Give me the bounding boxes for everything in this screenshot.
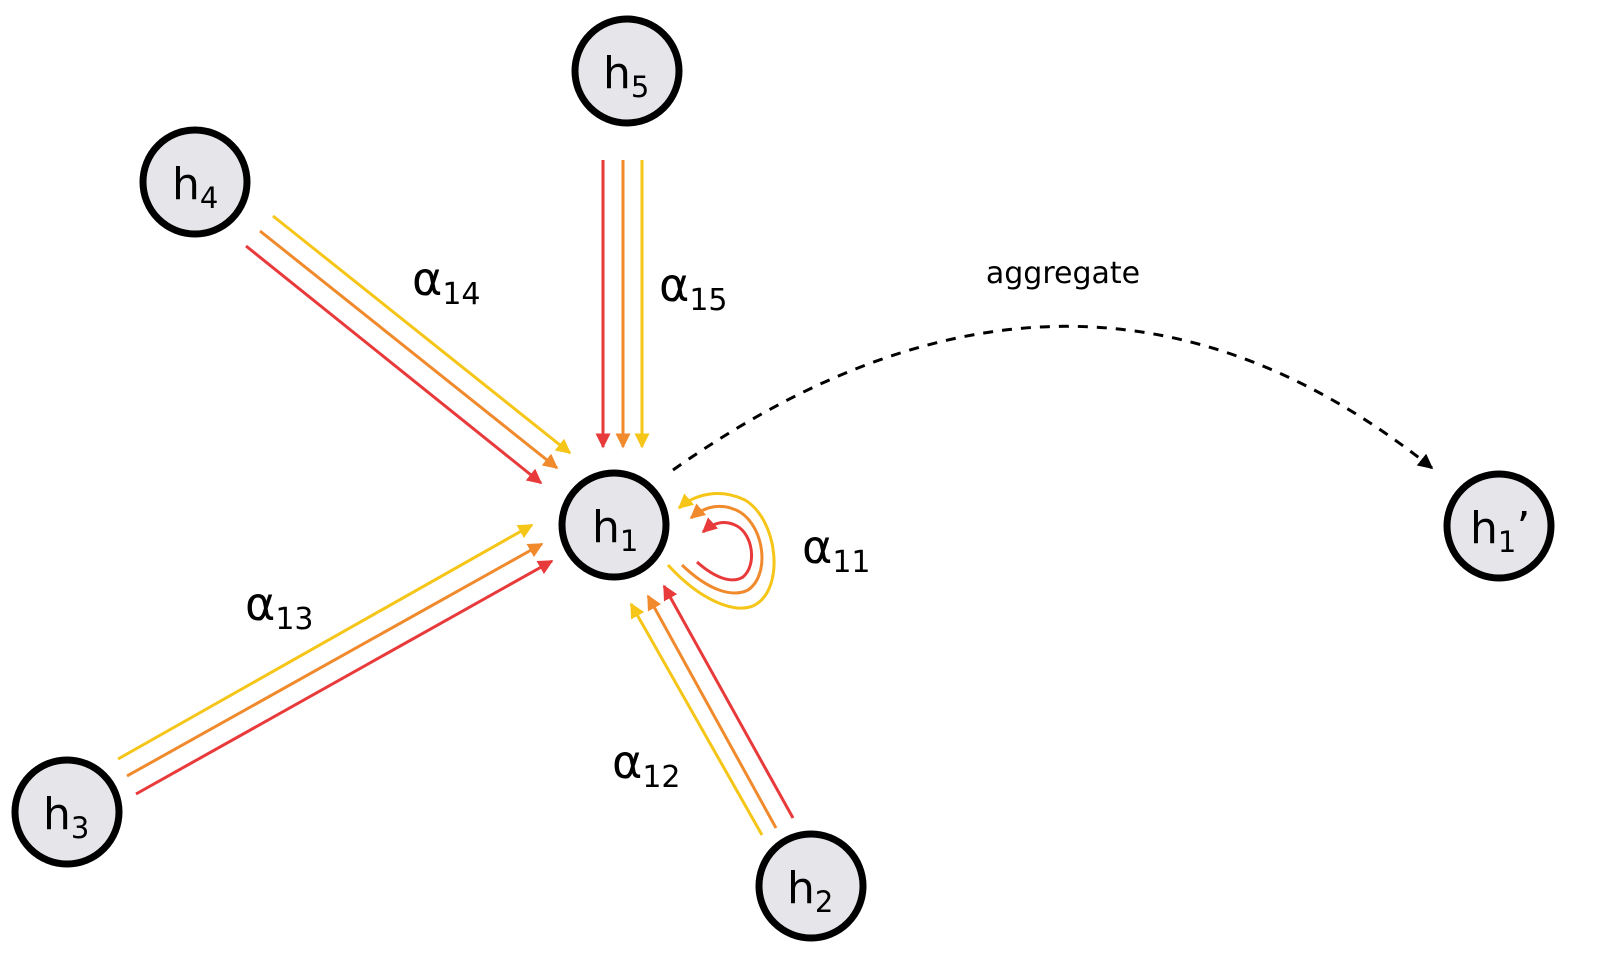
alpha-a13-base: α [245,577,275,631]
node-h1-prime-circle [1443,470,1555,582]
alpha-a14-sub: 14 [442,277,480,312]
edge-h3-h1 [117,523,554,796]
alpha-a12-base: α [612,735,642,789]
edge-h4-h1-yellow [272,214,572,455]
edge-h5-h1 [595,160,650,449]
node-h3: h3 [11,756,123,868]
node-h3-circle [11,756,123,868]
edge-h4-h1-red [245,244,543,485]
alpha-a12-sub: 12 [642,760,680,795]
node-h4: h4 [139,126,251,238]
node-h1-circle [558,469,670,581]
alpha-label-a14: α14 [412,252,481,312]
node-h4-label: h4 [172,159,218,215]
node-h5-circle [571,15,683,127]
edge-h4-h1 [245,214,572,485]
alpha-label-a13: α13 [245,577,314,637]
node-h1-base: h [592,502,620,553]
node-h5-base: h [603,48,631,99]
node-h3-base: h [43,789,71,840]
alpha-label-a12: α12 [612,735,681,795]
node-h1-sub: 1 [620,524,638,558]
edge-h2-h1-red [662,584,795,819]
node-h1-prime-base: h [1470,503,1498,554]
alpha-a13-sub: 13 [275,602,313,637]
edge-h1-self-loop [666,492,776,610]
aggregate-arrow [672,324,1434,472]
edge-h3-h1-yellow [117,523,534,761]
self-loop-red [696,517,754,582]
alpha-label-a11: α11 [802,520,871,580]
alpha-a15-base: α [659,258,689,312]
node-h4-circle [139,126,251,238]
node-h2-base: h [787,863,815,914]
self-loop-orange [680,503,764,595]
edge-h2-h1-yellow [629,602,764,836]
aggregate-label: aggregate [986,256,1140,291]
node-h3-label: h3 [43,789,89,845]
edge-h3-h1-red [135,559,554,796]
node-h1: h1 [558,469,670,581]
node-h1-prime: h1’ [1443,470,1555,582]
node-h2: h2 [755,830,867,942]
edge-h4-h1-orange [259,229,559,470]
node-h2-sub: 2 [815,885,833,919]
alpha-a14-base: α [412,252,442,306]
self-loop-yellow [666,492,776,610]
node-h1-prime-mark: ’ [1516,503,1530,554]
node-h5: h5 [571,15,683,127]
alpha-a11-base: α [802,520,832,574]
node-h1-prime-label: h1’ [1470,503,1530,559]
edge-h2-h1-orange [646,594,778,829]
node-h2-circle [755,830,867,942]
node-h2-label: h2 [787,863,833,919]
node-h4-base: h [172,159,200,210]
node-h3-sub: 3 [71,811,89,845]
edge-h2-h1 [629,584,795,836]
alpha-a15-sub: 15 [689,283,727,318]
alpha-a11-sub: 11 [832,545,870,580]
node-h5-label: h5 [603,48,649,104]
node-h1-label: h1 [592,502,638,558]
node-h5-sub: 5 [631,70,649,104]
alpha-label-a15: α15 [659,258,728,318]
node-h4-sub: 4 [200,181,218,215]
node-h1-prime-sub: 1 [1498,525,1516,559]
edge-h3-h1-orange [126,542,544,778]
